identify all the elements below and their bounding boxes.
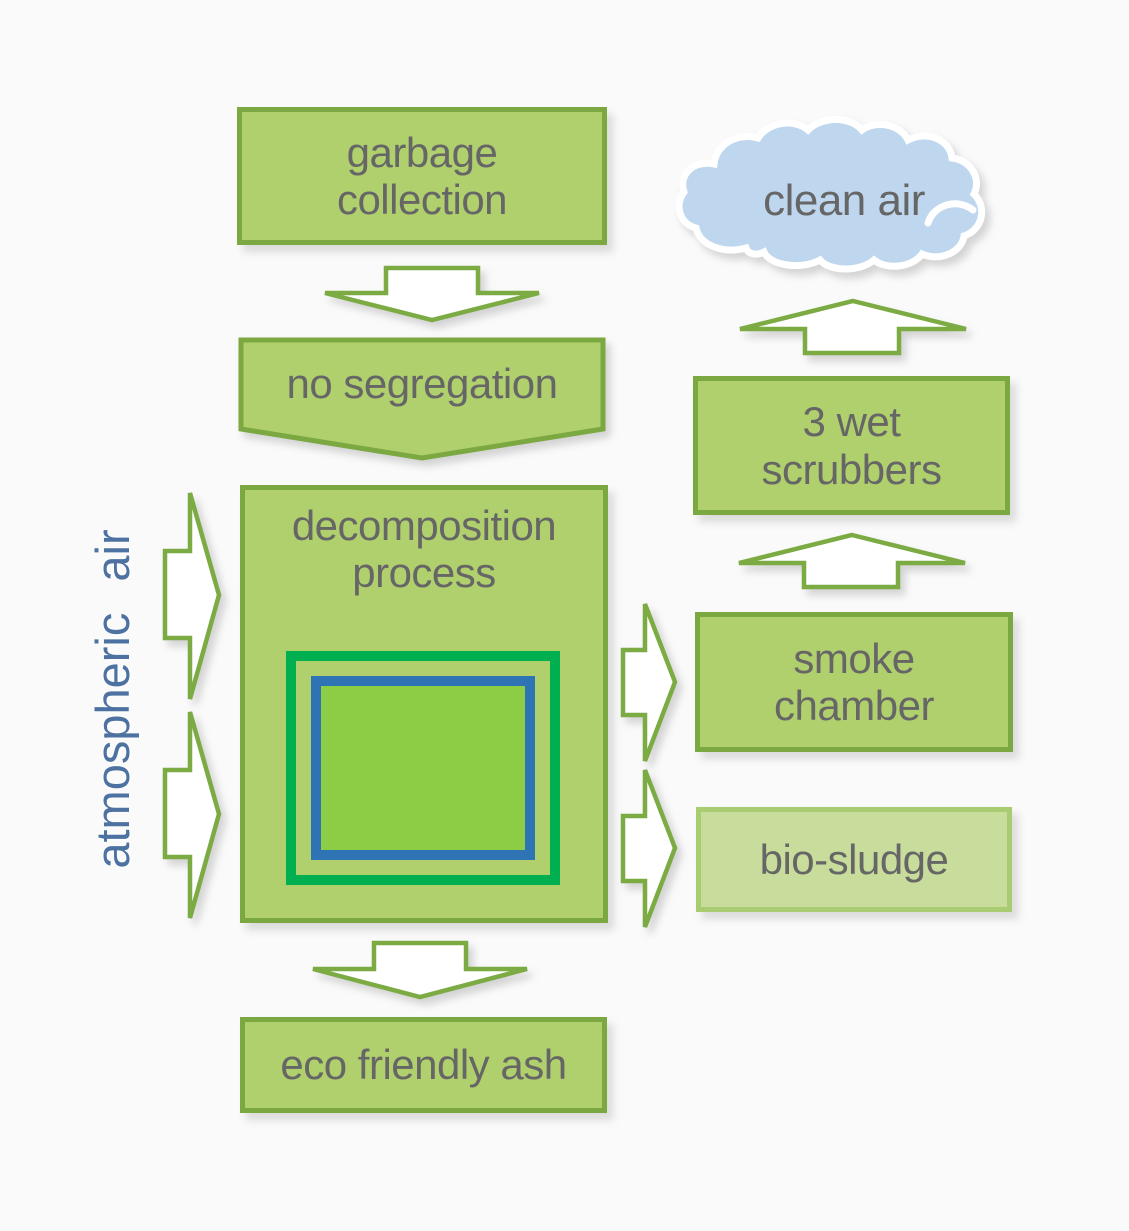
- node-eco-friendly-ash: eco friendly ash: [240, 1017, 607, 1113]
- node-wet-scrubbers-label: 3 wet scrubbers: [761, 398, 942, 493]
- arrow-decomposition-to-smoke-chamber: [620, 603, 678, 762]
- clean-air-label: clean air: [763, 176, 925, 226]
- arrow-atmospheric-air-2: [162, 711, 222, 919]
- node-decomposition-process: decomposition process: [240, 485, 608, 923]
- node-no-segregation: [238, 337, 606, 461]
- arrow-decomposition-to-bio-sludge: [620, 769, 678, 928]
- arrow-smoke-chamber-to-wet-scrubbers: [738, 532, 966, 590]
- arrow-wet-scrubbers-to-clean-air: [739, 298, 967, 356]
- node-garbage-collection-label: garbage collection: [336, 128, 508, 223]
- node-no-segregation-label-wrap: no segregation: [238, 340, 606, 428]
- arrow-garbage-to-no-segregation: [324, 265, 540, 323]
- node-garbage-collection: garbage collection: [237, 107, 607, 245]
- node-bio-sludge: bio-sludge: [696, 807, 1012, 912]
- node-decomposition-label: decomposition process: [291, 502, 557, 597]
- clean-air-cloud: [675, 116, 986, 273]
- incinerator-inner-chamber: [311, 676, 535, 860]
- node-eco-friendly-ash-label: eco friendly ash: [280, 1041, 567, 1089]
- arrow-decomposition-to-eco-ash: [312, 940, 528, 1000]
- node-smoke-chamber-label: smoke chamber: [774, 634, 934, 729]
- clean-air-label-wrap: clean air: [676, 128, 1012, 274]
- node-smoke-chamber: smoke chamber: [695, 612, 1013, 752]
- atmospheric-air-label: atmospheric air: [85, 529, 139, 869]
- node-bio-sludge-label: bio-sludge: [759, 835, 949, 883]
- node-decomposition-title-wrap: decomposition process: [245, 502, 603, 596]
- node-no-segregation-label: no segregation: [286, 360, 558, 408]
- arrow-atmospheric-air-1: [162, 492, 222, 700]
- incinerator-outer-frame: [286, 651, 560, 885]
- node-wet-scrubbers: 3 wet scrubbers: [693, 376, 1010, 515]
